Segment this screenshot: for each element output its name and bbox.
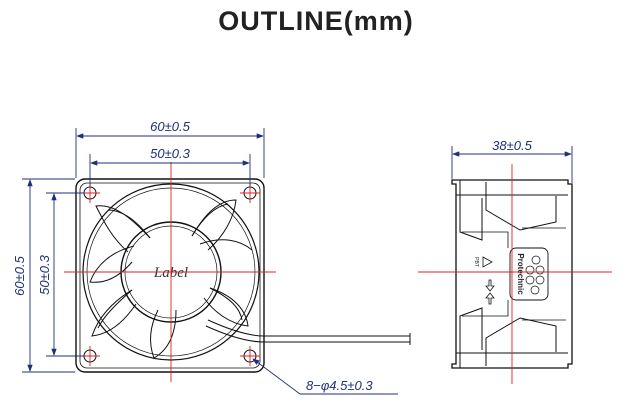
page-title: OUTLINE(mm) [218, 6, 414, 36]
airflow-arrow-icon [485, 279, 495, 305]
hub-label: Label [153, 265, 188, 281]
side-view: PBT Protechnic 38±0.5 [418, 138, 612, 384]
material-mark: PBT [473, 257, 479, 267]
dim-depth: 38±0.5 [492, 138, 532, 153]
fan-frame-inner [79, 182, 261, 369]
brand-label: Protechnic [509, 247, 549, 301]
front-view: Label 60±0.5 50±0.3 [12, 119, 411, 395]
fan-frame [75, 178, 265, 373]
dim-height-overall: 60±0.5 [12, 255, 27, 295]
dim-holes-callout: 8−φ4.5±0.3 [306, 378, 373, 393]
dim-width-overall: 60±0.5 [150, 119, 190, 134]
dim-width-hole: 50±0.3 [150, 146, 190, 161]
brand-text: Protechnic [516, 253, 525, 295]
mounting-holes [80, 183, 260, 366]
recycle-mark: PBT [473, 256, 493, 268]
lead-wires [205, 319, 411, 345]
side-body [451, 179, 573, 369]
dim-height-hole: 50±0.3 [37, 254, 52, 294]
